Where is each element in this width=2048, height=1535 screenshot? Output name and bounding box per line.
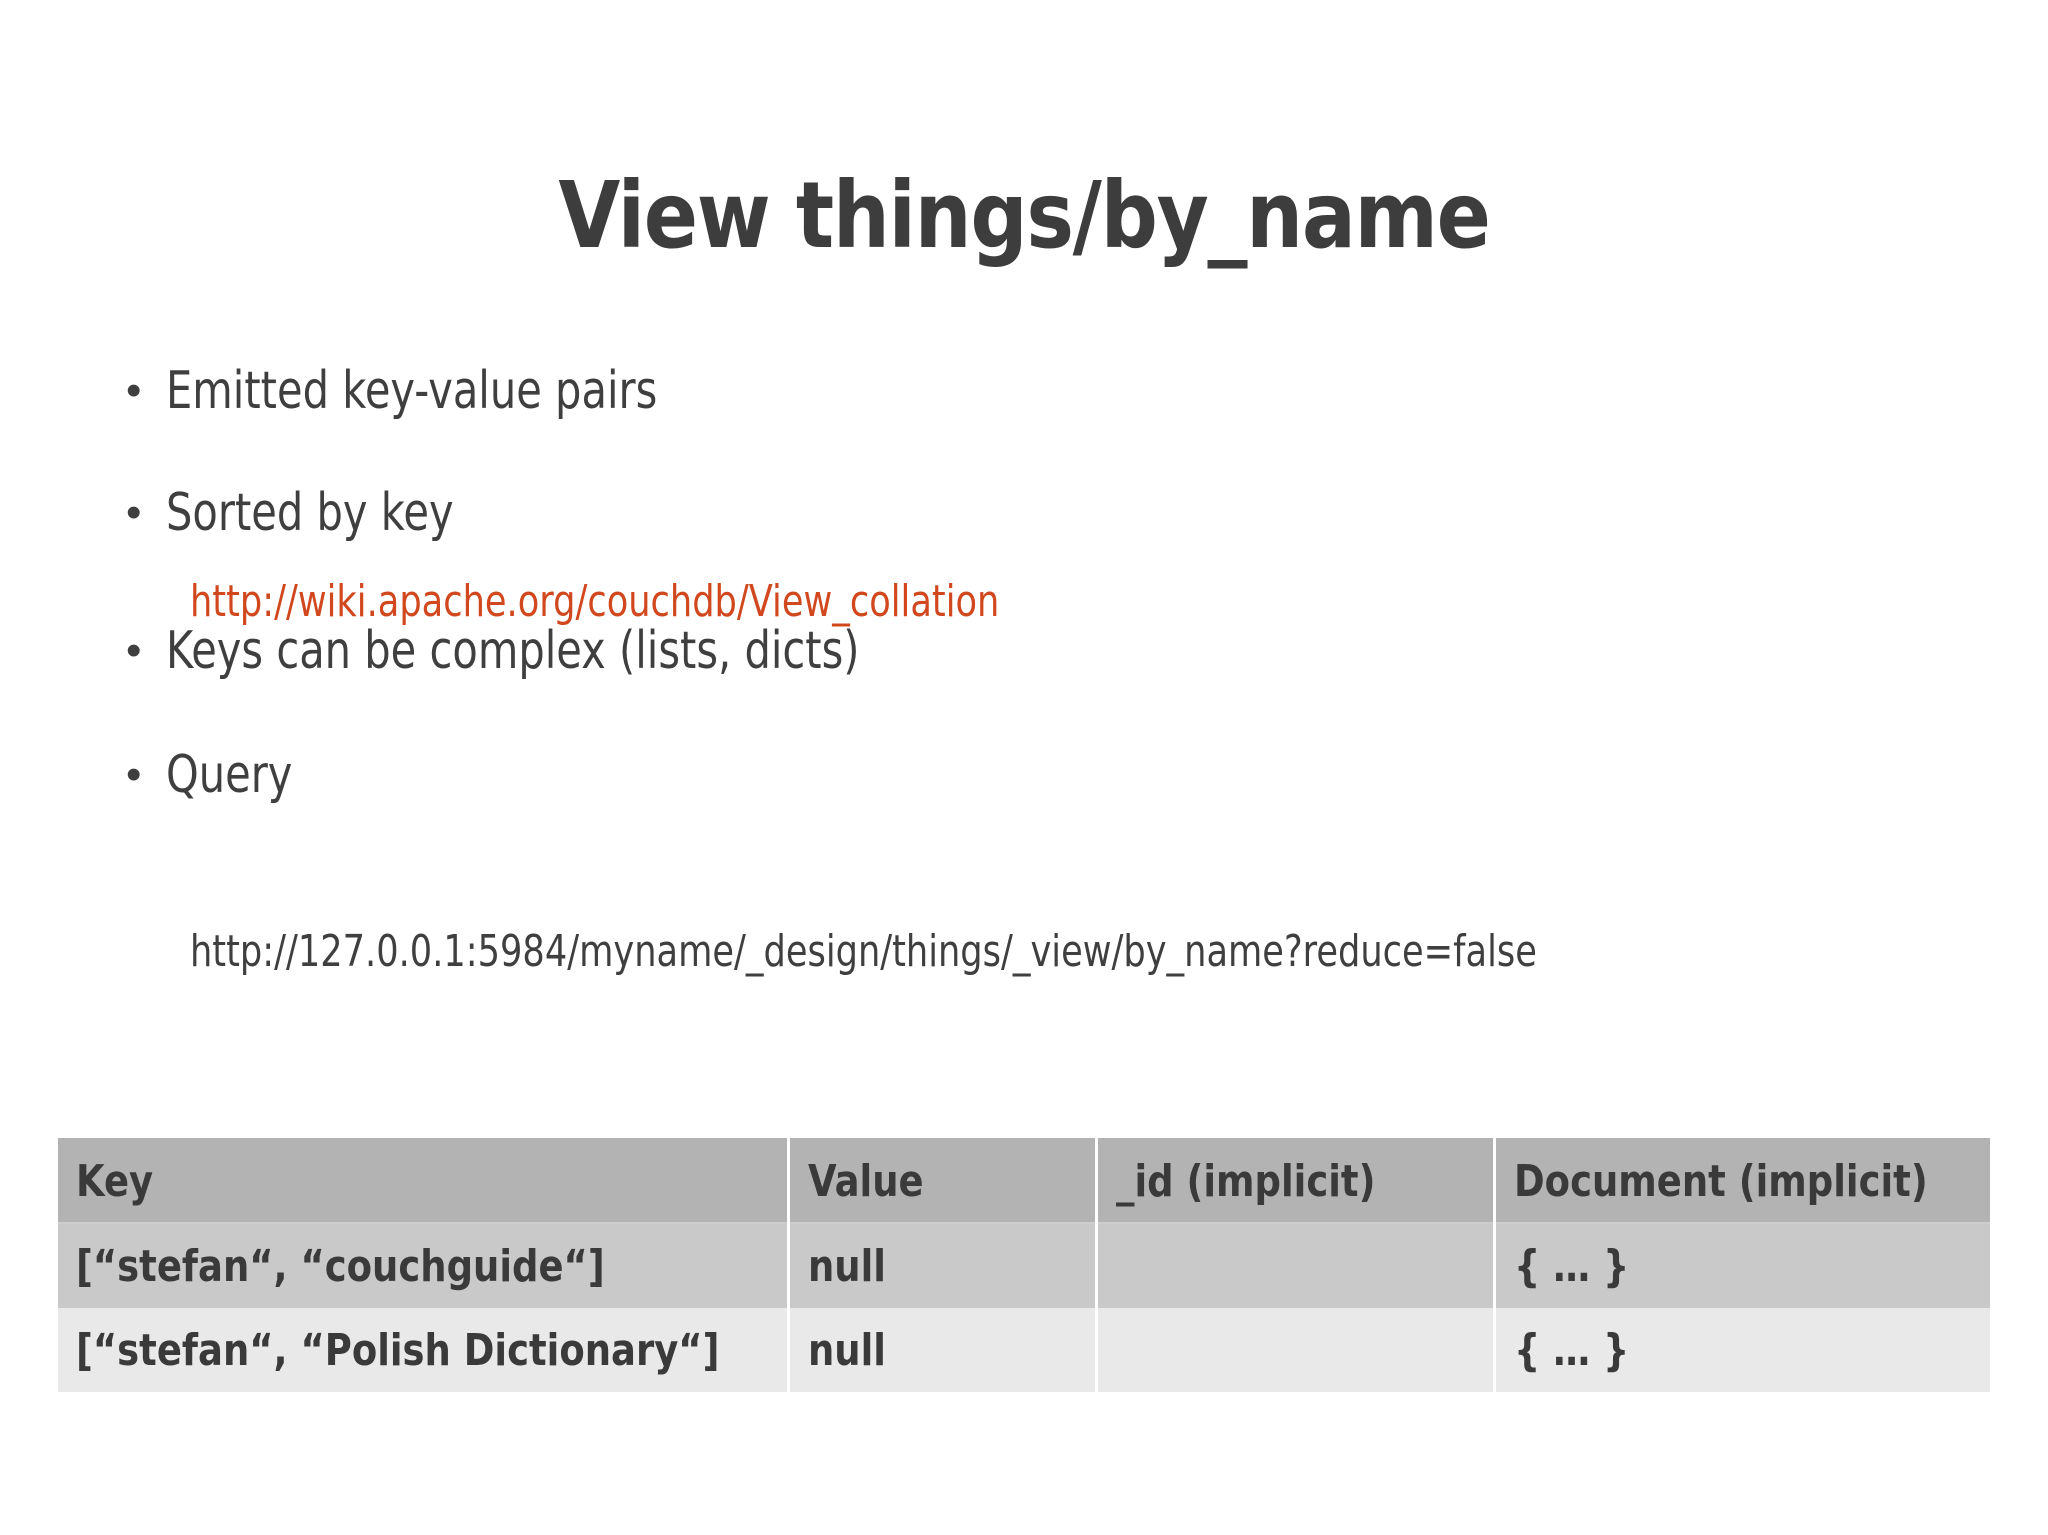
column-header-document-label: Document (implicit) [1513,1155,1928,1207]
column-header-value: Value [788,1138,1098,1224]
table-row: [“stefan“, “Polish Dictionary“] null { …… [58,1308,1990,1392]
cell-value: null [788,1224,1098,1308]
bullet-list: • Emitted key-value pairs • Sorted by ke… [118,358,1968,808]
column-header-id-label: _id (implicit) [1115,1155,1375,1207]
bullet-label-sorted: Sorted by key [166,483,454,543]
bullet-label-keys-complex: Keys can be complex (lists, dicts) [166,621,860,681]
cell-document: { … } [1494,1308,1990,1392]
cell-key: [“stefan“, “couchguide“] [58,1224,790,1308]
column-header-value-label: Value [807,1155,924,1207]
view-results-table: Key Value _id (implicit) Document (impli… [58,1138,1990,1392]
cell-key: [“stefan“, “Polish Dictionary“] [58,1308,790,1392]
table-header-row: Key Value _id (implicit) Document (impli… [58,1138,1990,1224]
cell-value: null [788,1308,1098,1392]
cell-document-label: { … } [1513,1240,1629,1292]
cell-value-label: null [807,1240,886,1292]
bullet-icon: • [126,488,142,537]
cell-id [1096,1224,1496,1308]
cell-key-label: [“stefan“, “Polish Dictionary“] [76,1324,720,1376]
query-url-text: http://127.0.0.1:5984/myname/_design/thi… [190,926,1537,977]
list-item: • Sorted by key [118,480,1968,546]
column-header-key: Key [58,1138,790,1224]
cell-value-label: null [807,1324,886,1376]
list-item: • Query [118,742,1968,808]
list-item: • Emitted key-value pairs [118,358,1968,424]
page-title: View things/by_name [558,161,1491,269]
cell-id [1096,1308,1496,1392]
bullet-icon: • [126,626,142,675]
cell-document: { … } [1494,1224,1990,1308]
cell-key-label: [“stefan“, “couchguide“] [76,1240,605,1292]
bullet-icon: • [126,750,142,799]
cell-document-label: { … } [1513,1324,1629,1376]
view-collation-link[interactable]: http://wiki.apache.org/couchdb/View_coll… [190,576,1000,627]
bullet-label-query: Query [166,745,293,805]
column-header-document: Document (implicit) [1494,1138,1990,1224]
column-header-key-label: Key [76,1155,154,1207]
table-row: [“stefan“, “couchguide“] null { … } [58,1224,1990,1308]
column-header-id: _id (implicit) [1096,1138,1496,1224]
bullet-icon: • [126,366,142,415]
list-item: • Keys can be complex (lists, dicts) [118,618,1968,684]
bullet-label-emitted: Emitted key-value pairs [166,361,658,421]
